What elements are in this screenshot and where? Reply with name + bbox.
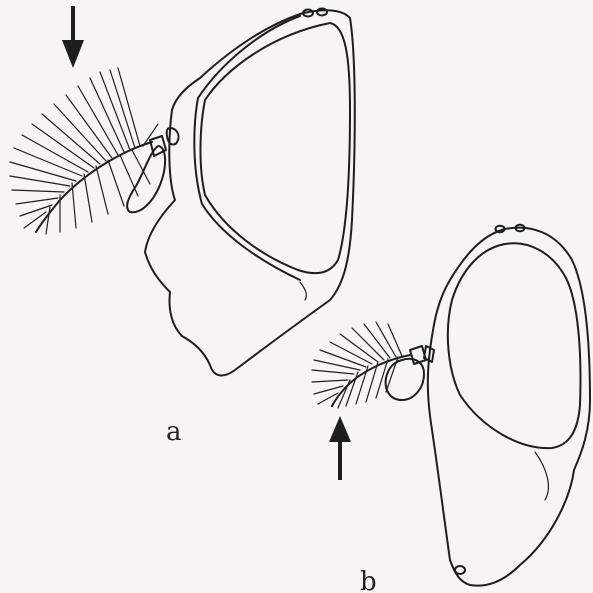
panel-b-bottom-knob xyxy=(455,566,465,574)
panel-b-arrow-up xyxy=(329,416,351,480)
panel-b-appendage-lobe xyxy=(386,359,424,400)
panel-a-crease xyxy=(300,282,306,300)
panel-b: b xyxy=(312,225,590,593)
panel-b-crease xyxy=(535,452,548,500)
panel-a-feather xyxy=(10,68,158,234)
panel-b-body-outline xyxy=(428,228,590,586)
panel-a-joint xyxy=(167,128,179,145)
panel-a-inner-cavity xyxy=(200,23,350,273)
panel-a-body-outline xyxy=(145,10,355,375)
panel-a-arrow-down xyxy=(62,6,84,68)
panel-a: a xyxy=(10,6,355,447)
panel-b-feather xyxy=(312,322,410,408)
panel-b-label: b xyxy=(360,567,377,593)
panel-b-inner-cavity xyxy=(448,243,581,448)
panel-a-appendage-lobe xyxy=(127,146,165,212)
panel-a-label: a xyxy=(166,417,182,447)
